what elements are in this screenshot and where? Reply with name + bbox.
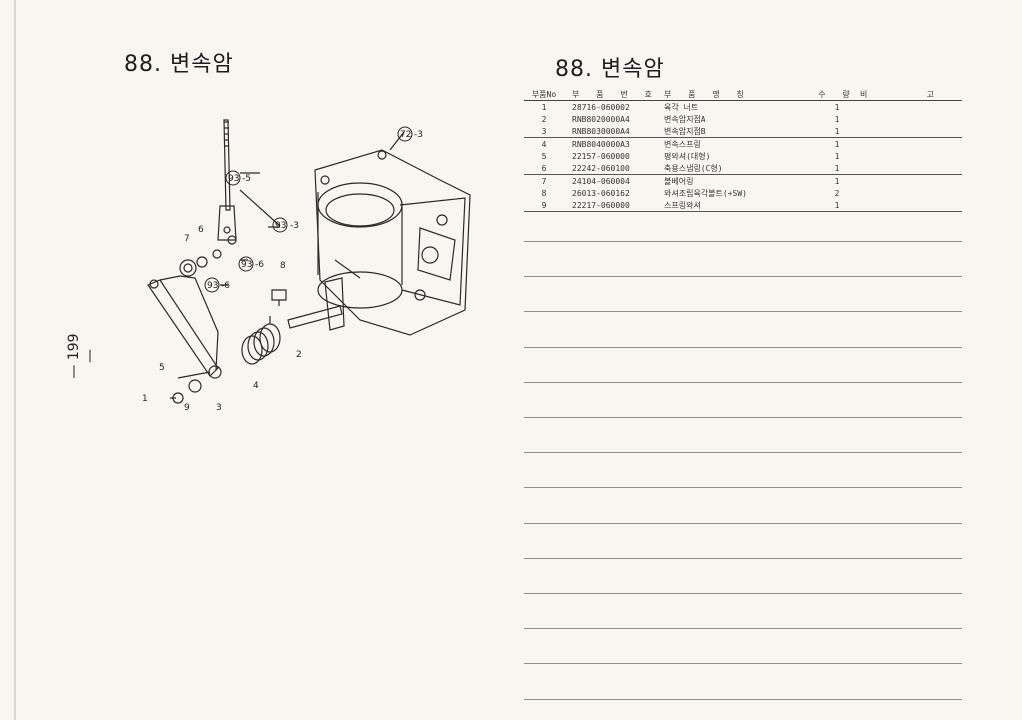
callout-ref93-6b-suffix: -6	[221, 281, 230, 291]
cell-part-code: 28716-060002	[572, 102, 630, 112]
page-number: — 199 —	[66, 333, 98, 379]
cell-part-number: 2	[541, 114, 547, 124]
page-binding-edge	[14, 0, 16, 720]
callout-3: 3	[216, 403, 222, 413]
table-row: 2 RNB8020000A4 변속암지점A 1	[524, 113, 962, 125]
cell-part-name: 와셔조립육각볼트(+SW)	[664, 188, 747, 198]
cell-part-number: 6	[541, 163, 547, 173]
cell-part-number: 8	[541, 188, 547, 198]
ruled-line	[524, 452, 962, 454]
cell-part-code: RNB8040000A3	[572, 139, 630, 149]
callout-8: 8	[280, 261, 286, 271]
table-row: 1 28716-060002 육각 너트 1	[524, 101, 962, 113]
callout-ref93-3: 93	[275, 221, 286, 231]
bearing-drawing	[179, 259, 197, 277]
shift-arm-drawing	[287, 259, 361, 331]
callout-ref93-6b: 93	[207, 281, 218, 291]
callout-2: 2	[296, 350, 302, 360]
cell-part-code: 26013-060162	[572, 188, 630, 198]
cell-quantity: 1	[834, 200, 840, 210]
cell-quantity: 1	[834, 102, 840, 112]
callout-1: 1	[142, 394, 148, 404]
cell-part-name: 변속암지점A	[664, 114, 706, 124]
callout-ref93-5-suffix: -5	[242, 174, 251, 184]
ruled-line	[524, 593, 962, 594]
table-row: 7 24104-060004 볼베어링 1	[524, 175, 962, 187]
parts-list-title: 88. 변속암	[555, 57, 665, 82]
callout-ref93-5: 93	[228, 174, 239, 184]
cell-part-name: 볼베어링	[664, 176, 694, 186]
spring-drawing	[241, 316, 281, 365]
exploded-parts-diagram: 93 -5 93 -3 93 -6 93 -6 72 -3 1 2 3 4 5 …	[142, 119, 471, 413]
bolt-drawing	[271, 289, 287, 306]
cell-quantity: 1	[834, 114, 840, 124]
table-row: 4 RNB8040000A3 변속스프링 1	[524, 138, 962, 150]
ruled-line	[524, 698, 962, 700]
callout-4: 4	[253, 381, 259, 391]
table-row: 6 22242-060100 축용스냅링(C형) 1	[524, 162, 962, 175]
cell-part-code: 22242-060100	[572, 163, 630, 173]
cell-quantity: 1	[834, 163, 840, 173]
callout-9: 9	[184, 403, 190, 413]
cell-part-number: 1	[541, 102, 547, 112]
ruled-line	[524, 311, 962, 313]
table-row: 3 RNB8030000A4 변속암지점B 1	[524, 125, 962, 138]
callout-6: 6	[198, 225, 204, 235]
cell-part-name: 육각 너트	[664, 102, 699, 112]
cell-part-name: 축용스냅링(C형)	[664, 163, 723, 173]
cell-part-number: 5	[541, 151, 547, 161]
ruled-line	[524, 487, 962, 489]
cell-quantity: 1	[834, 126, 840, 136]
header-quantity: 수 량	[818, 90, 856, 99]
parts-table: 부품No 부 품 번 호 부 품 명 칭 수 량 비 고 1 28716-0600…	[524, 88, 962, 212]
callouts: 93 -5 93 -3 93 -6 93 -6 72 -3 1 2 3 4 5 …	[142, 126, 423, 413]
callout-ref72-3: 72	[400, 130, 411, 140]
table-row: 9 22217-060000 스프링와셔 1	[524, 199, 962, 212]
cell-part-number: 4	[541, 139, 547, 149]
table-row: 5 22157-060000 평와셔(대형) 1	[524, 150, 962, 162]
cell-part-code: RNB8020000A4	[572, 114, 630, 124]
cell-part-code: 24104-060004	[572, 176, 630, 186]
callout-ref93-6a-suffix: -6	[255, 260, 264, 270]
header-remark-a: 비	[860, 90, 874, 99]
header-part-name: 부 품 명 칭	[664, 90, 750, 99]
callout-ref72-3-suffix: -3	[414, 130, 423, 140]
cell-part-code: RNB8030000A4	[572, 126, 630, 136]
ruled-line	[524, 381, 962, 383]
callout-ref93-6a: 93	[241, 260, 252, 270]
header-part-number: 부품No	[531, 90, 557, 99]
cell-quantity: 1	[834, 151, 840, 161]
callout-7: 7	[184, 234, 190, 244]
cell-quantity: 2	[834, 188, 840, 198]
cell-part-number: 9	[541, 200, 547, 210]
housing-drawing	[314, 149, 471, 336]
cell-part-name: 평와셔(대형)	[664, 151, 711, 161]
ruled-line	[524, 663, 962, 665]
callout-ref93-3-suffix: -3	[290, 221, 299, 231]
cell-part-code: 22217-060000	[572, 200, 630, 210]
ruled-line	[524, 346, 962, 348]
cell-part-name: 스프링와셔	[664, 200, 701, 210]
ruled-line	[524, 276, 962, 278]
blank-ruled-lines	[524, 205, 962, 700]
cell-part-name: 변속스프링	[664, 139, 701, 149]
header-remark-b: 고	[926, 90, 940, 99]
ruled-line	[524, 241, 962, 242]
diagram-title: 88. 변속암	[124, 52, 234, 77]
cell-part-code: 22157-060000	[572, 151, 630, 161]
ruled-line	[524, 417, 962, 418]
table-row: 8 26013-060162 와셔조립육각볼트(+SW) 2	[524, 187, 962, 199]
cell-part-number: 7	[541, 176, 547, 186]
cell-part-name: 변속암지점B	[664, 126, 706, 136]
parts-table-header: 부품No 부 품 번 호 부 품 명 칭 수 량 비 고	[524, 88, 962, 101]
ruled-line	[524, 522, 962, 524]
cell-quantity: 1	[834, 176, 840, 186]
header-part-code: 부 품 번 호	[572, 90, 658, 99]
callout-5: 5	[159, 363, 165, 373]
ruled-line	[524, 557, 962, 559]
cell-part-number: 3	[541, 126, 547, 136]
ruled-line	[524, 628, 962, 630]
cell-quantity: 1	[834, 139, 840, 149]
